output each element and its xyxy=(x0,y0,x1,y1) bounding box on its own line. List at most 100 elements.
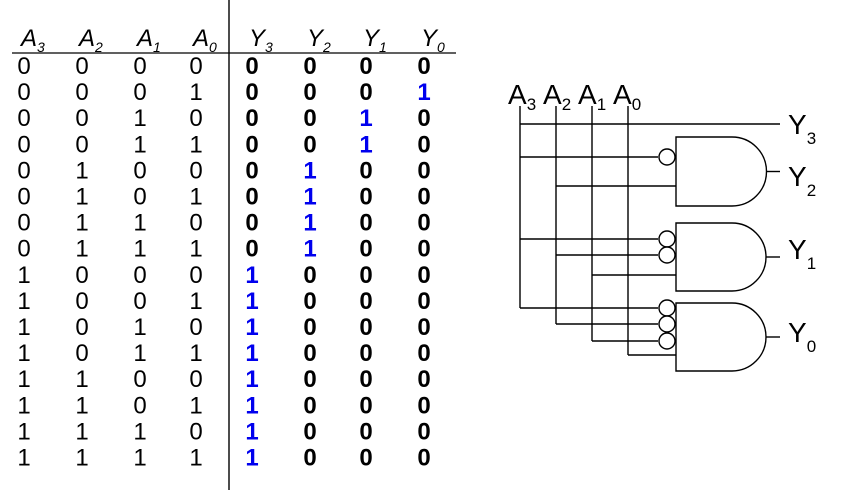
output-cell: 1 xyxy=(303,184,316,211)
input-cell: 0 xyxy=(17,79,30,106)
input-cell: 1 xyxy=(75,392,88,419)
input-cell: 0 xyxy=(189,314,202,341)
output-cell: 0 xyxy=(303,131,316,158)
output-cell: 0 xyxy=(359,340,372,367)
input-cell: 0 xyxy=(17,131,30,158)
input-cell: 0 xyxy=(75,105,88,132)
and-gate-body xyxy=(675,136,768,207)
input-cell: 0 xyxy=(17,105,30,132)
input-cell: 1 xyxy=(189,131,202,158)
output-cell: 0 xyxy=(417,157,430,184)
output-cell: 1 xyxy=(303,157,316,184)
input-cell: 1 xyxy=(17,366,30,393)
header-input-a2: A2 xyxy=(77,25,103,55)
input-cell: 0 xyxy=(189,418,202,445)
output-cell: 1 xyxy=(417,79,430,106)
output-cell: 0 xyxy=(417,314,430,341)
input-cell: 0 xyxy=(189,53,202,80)
output-cell: 0 xyxy=(359,53,372,80)
input-cell: 1 xyxy=(189,288,202,315)
output-cell: 0 xyxy=(245,53,258,80)
input-cell: 0 xyxy=(75,340,88,367)
output-cell: 0 xyxy=(417,184,430,211)
input-cell: 0 xyxy=(133,366,146,393)
output-label-y1: Y1 xyxy=(788,234,816,273)
input-cell: 0 xyxy=(17,236,30,263)
output-cell: 0 xyxy=(359,210,372,237)
inverter-bubble xyxy=(658,315,676,333)
output-cell: 0 xyxy=(417,131,430,158)
input-cell: 0 xyxy=(133,288,146,315)
inverter-bubble xyxy=(658,299,676,317)
input-cell: 1 xyxy=(17,262,30,289)
output-cell: 0 xyxy=(359,392,372,419)
output-label-y0: Y0 xyxy=(788,317,816,356)
output-cell: 0 xyxy=(303,366,316,393)
output-label-y3: Y3 xyxy=(788,109,816,148)
header-input-a0: A0 xyxy=(191,25,217,55)
input-cell: 0 xyxy=(75,288,88,315)
input-cell: 1 xyxy=(17,340,30,367)
input-cell: 0 xyxy=(133,79,146,106)
output-label-y2: Y2 xyxy=(788,161,816,200)
output-cell: 0 xyxy=(303,314,316,341)
output-cell: 0 xyxy=(359,79,372,106)
input-cell: 0 xyxy=(17,184,30,211)
output-cell: 0 xyxy=(303,392,316,419)
inverter-bubble xyxy=(658,332,676,350)
output-cell: 0 xyxy=(359,236,372,263)
output-cell: 0 xyxy=(417,392,430,419)
output-cell: 0 xyxy=(303,418,316,445)
input-cell: 1 xyxy=(133,340,146,367)
input-cell: 1 xyxy=(189,79,202,106)
input-cell: 1 xyxy=(75,184,88,211)
output-cell: 0 xyxy=(417,288,430,315)
input-cell: 0 xyxy=(189,105,202,132)
input-label-a3: A3 xyxy=(508,79,536,114)
output-cell: 0 xyxy=(359,288,372,315)
input-cell: 1 xyxy=(133,210,146,237)
input-cell: 0 xyxy=(133,157,146,184)
inverter-bubble xyxy=(658,246,676,264)
input-cell: 0 xyxy=(189,262,202,289)
output-cell: 1 xyxy=(245,262,258,289)
output-cell: 1 xyxy=(245,288,258,315)
input-cell: 0 xyxy=(75,79,88,106)
output-cell: 0 xyxy=(417,366,430,393)
output-cell: 0 xyxy=(303,288,316,315)
output-cell: 1 xyxy=(245,314,258,341)
output-cell: 0 xyxy=(417,236,430,263)
header-output-y1: Y1 xyxy=(363,25,387,55)
output-cell: 0 xyxy=(417,418,430,445)
output-cell: 0 xyxy=(359,184,372,211)
input-label-a1: A1 xyxy=(578,79,606,114)
header-output-y2: Y2 xyxy=(307,25,331,55)
input-cell: 1 xyxy=(133,236,146,263)
output-cell: 1 xyxy=(303,236,316,263)
output-cell: 0 xyxy=(303,262,316,289)
output-cell: 0 xyxy=(245,79,258,106)
input-cell: 1 xyxy=(17,314,30,341)
input-label-a0: A0 xyxy=(613,79,641,114)
input-cell: 0 xyxy=(189,366,202,393)
input-cell: 1 xyxy=(75,210,88,237)
input-cell: 1 xyxy=(75,366,88,393)
output-cell: 0 xyxy=(417,262,430,289)
input-cell: 1 xyxy=(17,418,30,445)
input-label-a2: A2 xyxy=(543,79,571,114)
input-cell: 0 xyxy=(75,262,88,289)
header-output-y0: Y0 xyxy=(421,25,445,55)
input-cell: 1 xyxy=(75,418,88,445)
input-cell: 1 xyxy=(189,392,202,419)
output-cell: 0 xyxy=(245,236,258,263)
header-input-a3: A3 xyxy=(19,25,45,55)
output-cell: 1 xyxy=(245,418,258,445)
input-cell: 0 xyxy=(75,314,88,341)
